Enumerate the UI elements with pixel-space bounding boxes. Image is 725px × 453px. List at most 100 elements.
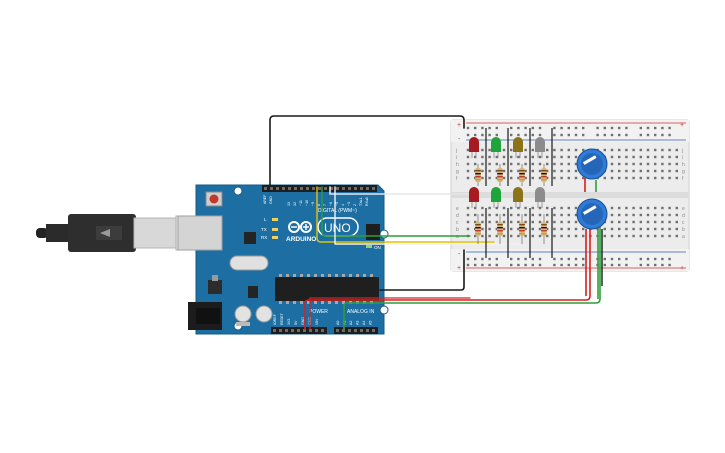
pot-knob-indicator-icon (582, 205, 597, 215)
reset-button[interactable] (209, 194, 219, 204)
row-letter: f (456, 176, 458, 182)
resistor-bottom-4[interactable] (541, 214, 547, 244)
rail-minus-label-bottom: - (458, 251, 461, 258)
wire-signal-1-outline (329, 186, 473, 195)
row-letter: h (682, 162, 685, 168)
resistor-top-3[interactable] (519, 164, 525, 186)
usb-symbol-icon (100, 229, 110, 237)
row-letter: j (681, 148, 683, 154)
analog-header-label: ANALOG IN (347, 309, 375, 315)
digital-pin-label: ~10 (305, 200, 309, 206)
wire-gnd-top[interactable] (269, 115, 465, 187)
wire-white-long[interactable] (334, 186, 521, 245)
power-pin-label: GND (301, 317, 305, 325)
resistor-bottom-2[interactable] (497, 214, 503, 244)
row-letter: a (456, 234, 459, 240)
power-pin-label: 5V (294, 320, 298, 325)
wire-gnd-bottom[interactable] (379, 249, 465, 291)
resistor-top-4[interactable] (541, 164, 547, 186)
arduino-brand-label: ARDUINO (286, 236, 316, 243)
row-letter: c (456, 220, 459, 226)
digital-pin-label: ~9 (311, 202, 315, 206)
potentiometer-top[interactable] (576, 148, 608, 192)
digital-pin-label: 8 (317, 204, 321, 206)
wire-5v[interactable] (304, 219, 591, 330)
digital-pin-label: 13 (287, 202, 291, 206)
arduino-logo-icon (288, 221, 312, 233)
potentiometer-bottom[interactable] (576, 198, 608, 230)
digital-pin-label: ~11 (299, 200, 303, 206)
row-letter: b (682, 227, 685, 233)
tx-led-label: TX (261, 227, 267, 232)
led-red-top[interactable] (469, 137, 479, 158)
led-green-bottom[interactable] (491, 187, 501, 208)
resistors[interactable] (475, 128, 553, 258)
row-letter: h (456, 162, 459, 168)
on-led-label: ON (374, 245, 381, 250)
atmega-chip (275, 277, 379, 301)
wire-green-short[interactable] (321, 186, 471, 237)
led-yellow-top[interactable] (513, 137, 523, 158)
rail-plus-label-bottom-right: + (680, 265, 684, 272)
analog-pin-label: A4 (362, 321, 366, 325)
rail-plus-label-top: + (457, 122, 461, 129)
led-red-bottom[interactable] (469, 187, 479, 208)
row-letter: d (682, 213, 685, 219)
led-yellow-bottom[interactable] (513, 187, 523, 208)
row-letter: e (456, 206, 459, 212)
power-pin-label: RESET (280, 312, 284, 325)
digital-pin-label: 2 (353, 204, 357, 206)
wire-red-short[interactable] (309, 297, 471, 330)
resistor-top-2[interactable] (497, 164, 503, 186)
aref-label: AREF (263, 195, 267, 204)
wire-yellow[interactable] (316, 186, 495, 243)
gnd-label: GND (269, 196, 273, 204)
row-letter: d (456, 213, 459, 219)
analog-pin-label: A0 (336, 321, 340, 325)
wires[interactable] (269, 115, 601, 330)
power-pin-label: IOREF (273, 313, 277, 325)
usb-port (177, 215, 223, 251)
row-letter: i (456, 155, 457, 161)
power-pin-label: VIN (315, 319, 319, 325)
l-led-label: L (264, 217, 267, 222)
rail-plus-label-bottom: + (457, 265, 461, 272)
pot-knob-indicator-icon (582, 155, 597, 165)
rail-minus-label-top: - (458, 136, 461, 143)
led-gray-bottom[interactable] (535, 187, 545, 208)
row-letter: c (682, 220, 685, 226)
analog-pin-label: A5 (369, 321, 373, 325)
analog-pin-label: A3 (356, 321, 360, 325)
row-letter: g (456, 169, 459, 175)
digital-pin-label: ~5 (335, 202, 339, 206)
digital-pin-label: TX▸1 (359, 198, 363, 206)
leds[interactable] (469, 137, 545, 208)
row-letter: i (682, 155, 683, 161)
digital-pin-label: 12 (293, 202, 297, 206)
rail-plus-label-top-right: + (680, 122, 684, 129)
digital-pin-label: 7 (323, 204, 327, 206)
resistor-bottom-3[interactable] (519, 214, 525, 244)
analog-pin-label: A2 (349, 321, 353, 325)
uno-model-label: UNO (324, 221, 351, 235)
wire-analog[interactable] (343, 219, 601, 330)
usb-cable[interactable] (36, 214, 199, 252)
digital-pin-label: 4 (341, 204, 345, 206)
row-letter: f (682, 176, 684, 182)
row-letter: b (456, 227, 459, 233)
arduino-uno-board[interactable]: L TX RX ON ARDUINO UNO DIGITAL (PWM~) AN… (177, 184, 389, 335)
digital-pin-label: ~6 (329, 202, 333, 206)
rx-led-label: RX (261, 235, 267, 240)
row-letter: g (682, 169, 685, 175)
power-header-label: POWER (309, 309, 328, 315)
resistor-bottom-1[interactable] (475, 214, 481, 244)
led-green-top[interactable] (491, 137, 501, 158)
digital-pin-label: RX◂0 (365, 197, 369, 206)
digital-header-label: DIGITAL (PWM~) (318, 208, 357, 214)
led-gray-top[interactable] (535, 137, 545, 158)
resistor-top-1[interactable] (475, 164, 481, 186)
